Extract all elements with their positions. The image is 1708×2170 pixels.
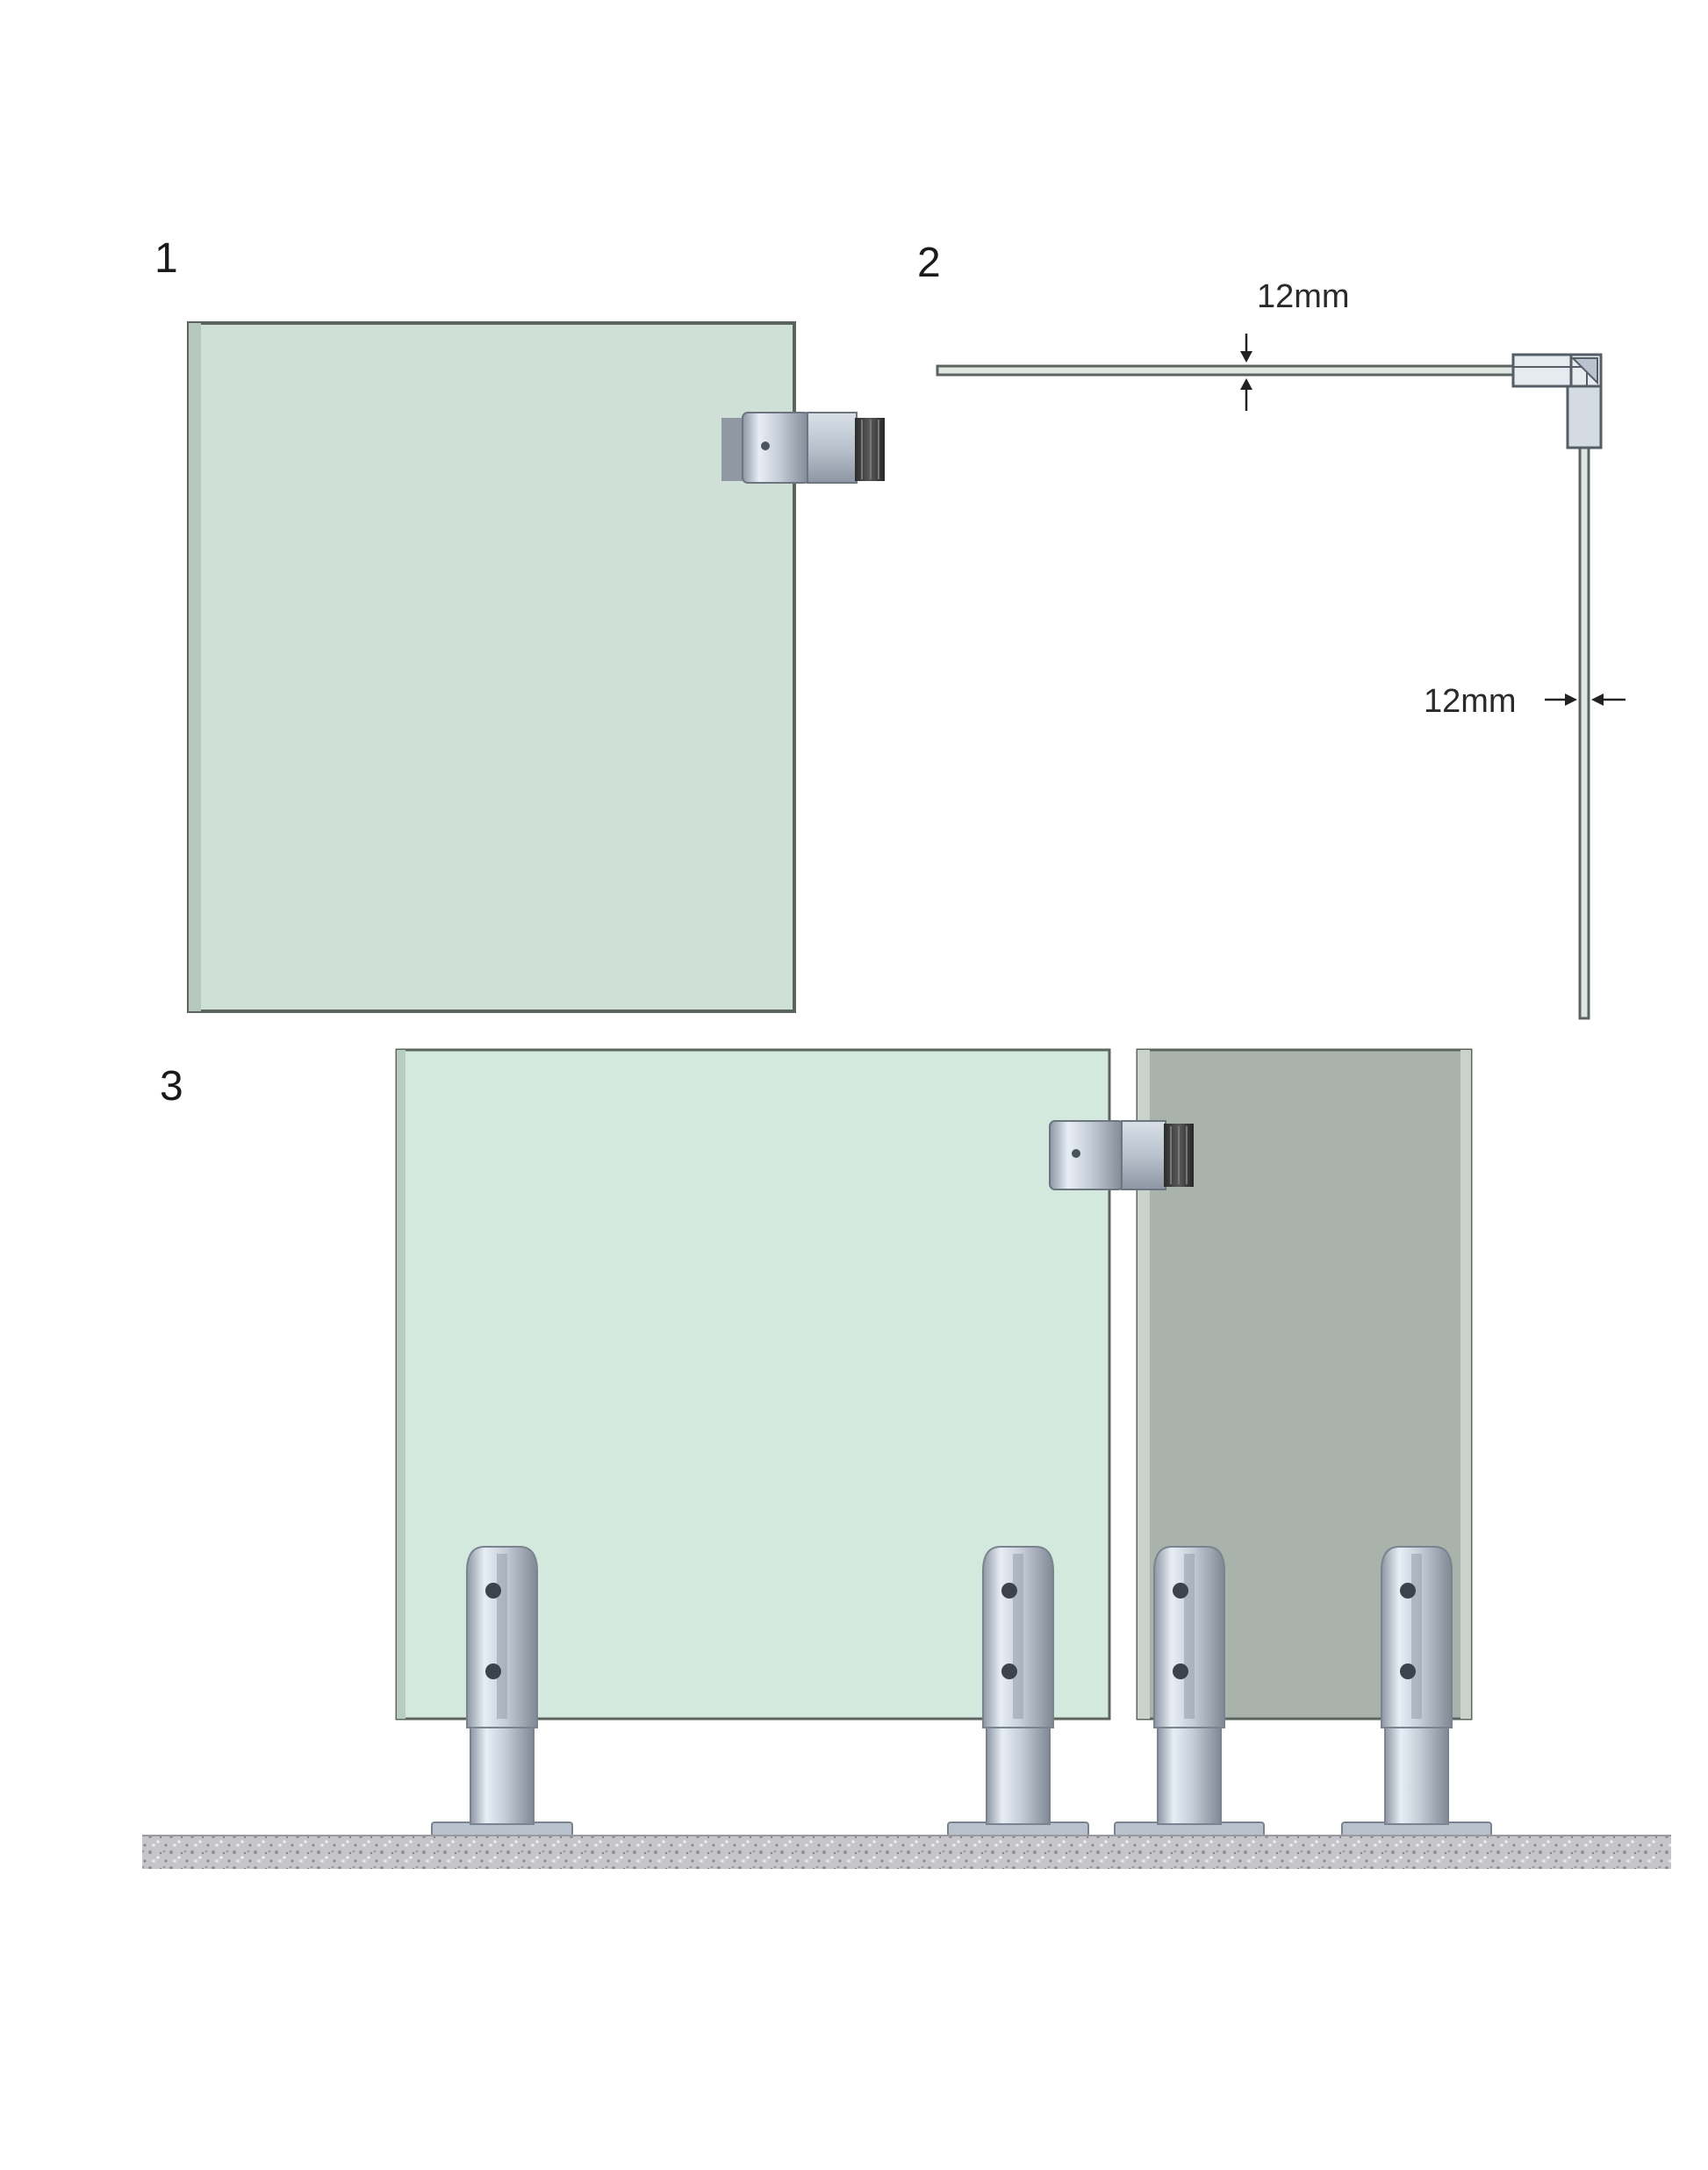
step-1-glass-clamp	[721, 412, 885, 484]
step-3-glass-spigots	[431, 1546, 1492, 1837]
step-2-top-thickness-dimension: 12mm	[1240, 278, 1350, 411]
spigot-screw-icon	[1173, 1663, 1188, 1679]
spigot-screw-icon	[485, 1663, 501, 1679]
step-3-clamp-screw-icon	[1072, 1149, 1080, 1158]
spigot-screw-icon	[1400, 1663, 1416, 1679]
step-1-clamp-screw-icon	[761, 442, 770, 450]
step-2-top-view-vertical-glass	[1578, 428, 1590, 1020]
step-2-side-thickness-dimension: 12mm	[1424, 683, 1625, 720]
step-3-spigot-3	[1114, 1546, 1265, 1837]
step-3-spigot-2	[947, 1546, 1089, 1837]
step-2-side-thickness-label: 12mm	[1424, 683, 1517, 720]
spigot-screw-icon	[485, 1583, 501, 1599]
spigot-screw-icon	[1001, 1663, 1017, 1679]
step-3-number: 3	[160, 1063, 183, 1110]
step-1-number: 1	[154, 235, 178, 282]
spigot-screw-icon	[1173, 1583, 1188, 1599]
step-2-corner-clamp-top-view	[1511, 353, 1603, 449]
step-3-granite-floor	[142, 1835, 1671, 1869]
spigot-screw-icon	[1400, 1583, 1416, 1599]
spigot-screw-icon	[1001, 1583, 1017, 1599]
step-2-top-thickness-label: 12mm	[1257, 278, 1350, 315]
step-2-number: 2	[917, 240, 941, 286]
step-3-spigot-1	[431, 1546, 573, 1837]
step-3-spigot-4	[1341, 1546, 1492, 1837]
step-1-glass-panel	[187, 321, 796, 1013]
step-3-panel-connector-clamp	[1049, 1120, 1194, 1190]
step-2-top-view-horizontal-glass	[936, 364, 1545, 377]
